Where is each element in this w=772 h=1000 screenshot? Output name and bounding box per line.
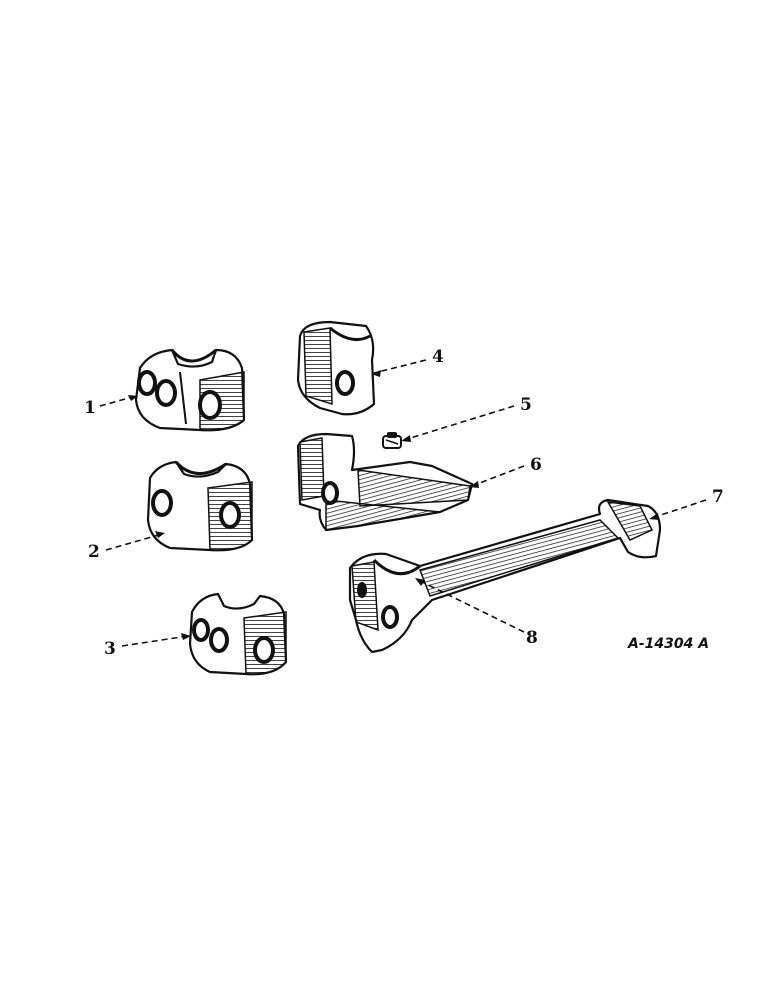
arrowhead-icon <box>128 395 138 401</box>
callout-labels: 1 2 3 4 5 6 7 8 <box>84 347 724 659</box>
leader-5 <box>403 405 515 441</box>
leader-3 <box>121 635 189 647</box>
bolt-hole-icon <box>253 636 275 664</box>
bolt-hole-icon <box>192 618 210 642</box>
leader-7 <box>651 499 707 519</box>
arrowhead-icon <box>371 370 381 377</box>
leader-lines <box>99 359 707 647</box>
part-5-grease-fitting <box>382 432 402 449</box>
arrowhead-icon <box>469 481 479 488</box>
callout-3: 3 <box>104 639 116 659</box>
part-4-bearing-half <box>296 320 376 416</box>
bolt-hole-icon <box>357 582 367 598</box>
arrowhead-icon <box>415 578 425 586</box>
part-7-8-connecting-rod <box>348 498 662 654</box>
leader-4 <box>373 359 427 374</box>
bolt-hole-icon <box>198 390 222 420</box>
arrowhead-icon <box>181 633 191 640</box>
arrowhead-icon <box>649 513 659 520</box>
callout-5: 5 <box>520 395 532 415</box>
bolt-hole-icon <box>209 627 229 653</box>
bolt-hole-icon <box>137 370 157 396</box>
callout-1: 1 <box>84 398 96 418</box>
callout-6: 6 <box>530 455 542 475</box>
callout-4: 4 <box>432 347 444 367</box>
bolt-hole-icon <box>335 370 355 396</box>
arrowhead-icon <box>155 531 165 538</box>
bolt-hole-icon <box>381 605 399 629</box>
bolt-hole-icon <box>219 501 241 529</box>
callout-7: 7 <box>712 487 724 507</box>
part-2-bearing-cap <box>146 460 254 552</box>
bolt-hole-icon <box>155 379 177 407</box>
callout-2: 2 <box>88 542 100 562</box>
part-3-bearing-cap <box>188 592 288 676</box>
bolt-hole-icon <box>321 481 339 505</box>
figure-id: A-14304 A <box>627 636 709 652</box>
part-6-bearing-bracket <box>296 432 474 532</box>
bolt-hole-icon <box>151 489 173 517</box>
leader-6 <box>471 465 525 487</box>
part-1-bearing-cap <box>134 348 246 432</box>
callout-8: 8 <box>526 628 538 648</box>
arrowhead-icon <box>401 435 411 442</box>
